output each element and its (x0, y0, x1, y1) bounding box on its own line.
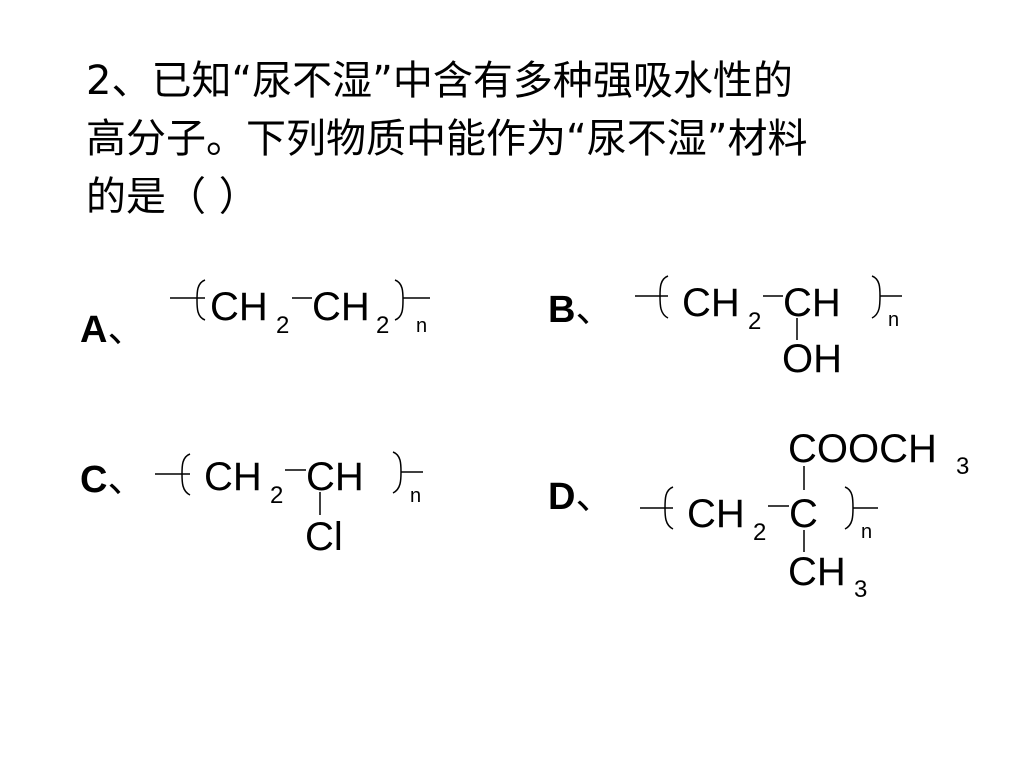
formula-c-unit1: CH (204, 455, 262, 499)
formula-a-left-bracket (196, 279, 206, 321)
formula-c: CH 2 CH Cl n (155, 451, 423, 559)
question-line-2: 高分子。下列物质中能作为“尿不湿”材料 (86, 116, 808, 162)
formula-c-unit1-sub: 2 (270, 482, 283, 509)
question-line-1: 2、已知“尿不湿”中含有多种强吸水性的 (86, 58, 793, 104)
formula-b-right-bracket (871, 275, 881, 319)
formula-d-unit2: C (789, 492, 818, 536)
option-a-letter: A (80, 309, 108, 351)
option-c-label: C、 (80, 448, 145, 503)
option-a-mark: 、 (107, 307, 146, 351)
option-d-mark: 、 (575, 474, 614, 518)
formula-c-left-bracket (181, 453, 191, 496)
option-a-label: A、 (80, 298, 145, 353)
formula-b-unit1: CH (682, 281, 740, 325)
formula-a-unit1-sub: 2 (276, 312, 289, 339)
option-b-mark: 、 (575, 287, 614, 331)
formula-a-unit2: CH (312, 285, 370, 329)
formula-c-substituent: Cl (305, 515, 343, 559)
formula-d-unit1: CH (687, 492, 745, 536)
formula-a: CH 2 CH 2 n (170, 279, 430, 339)
formula-c-unit2: CH (306, 455, 364, 499)
option-b-label: B、 (548, 278, 613, 333)
formula-a-right-bracket (394, 279, 404, 321)
formula-a-repeat-n: n (416, 315, 427, 337)
formula-b-unit2: CH (783, 281, 841, 325)
formula-d-unit1-sub: 2 (753, 519, 766, 546)
formula-d-repeat-n: n (861, 521, 872, 543)
question-line-3: 的是（ ） (86, 174, 259, 220)
formula-d-top-group: COOCH (788, 427, 937, 471)
formula-b-unit1-sub: 2 (748, 308, 761, 335)
formula-b-repeat-n: n (888, 309, 899, 331)
formula-d: COOCH 3 CH 2 C CH 3 n (640, 427, 969, 603)
formula-d-top-group-sub: 3 (956, 453, 969, 480)
formula-b-left-bracket (659, 275, 669, 319)
formula-c-right-bracket (392, 451, 402, 494)
formula-d-left-bracket (664, 486, 674, 530)
option-d-label: D、 (548, 465, 613, 520)
question-text: 2、已知“尿不湿”中含有多种强吸水性的 高分子。下列物质中能作为“尿不湿”材料 … (86, 52, 986, 226)
formula-b: CH 2 CH OH n (635, 275, 902, 381)
option-c-letter: C (80, 459, 108, 501)
formula-a-unit2-sub: 2 (376, 312, 389, 339)
option-d-letter: D (548, 476, 576, 518)
formula-c-repeat-n: n (410, 485, 421, 507)
option-c-mark: 、 (107, 457, 146, 501)
formula-d-bottom-group: CH (788, 550, 846, 594)
formula-d-right-bracket (844, 486, 854, 530)
formula-b-substituent: OH (782, 337, 842, 381)
formula-d-bottom-group-sub: 3 (854, 576, 867, 603)
option-b-letter: B (548, 289, 576, 331)
formula-a-unit1: CH (210, 285, 268, 329)
